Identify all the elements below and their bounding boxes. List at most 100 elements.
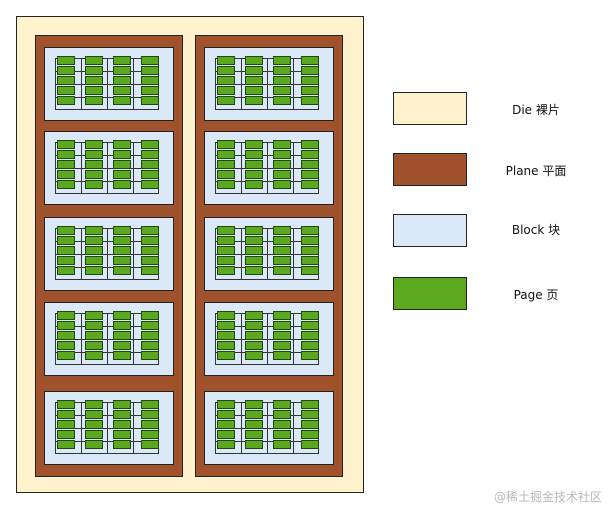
page <box>85 400 103 409</box>
page <box>141 180 159 189</box>
page <box>141 256 159 265</box>
page <box>245 266 263 275</box>
grid-line <box>81 402 82 454</box>
page <box>245 76 263 85</box>
page <box>301 180 319 189</box>
page <box>85 226 103 235</box>
page <box>85 236 103 245</box>
page <box>85 321 103 330</box>
page <box>245 321 263 330</box>
page <box>245 226 263 235</box>
page <box>301 266 319 275</box>
page <box>141 140 159 149</box>
legend-swatch-plane <box>393 153 467 186</box>
page <box>141 150 159 159</box>
page <box>57 400 75 409</box>
page <box>113 170 131 179</box>
page <box>57 150 75 159</box>
page <box>113 311 131 320</box>
page <box>141 410 159 419</box>
page <box>217 226 235 235</box>
grid-line <box>293 313 294 365</box>
page <box>217 256 235 265</box>
page <box>217 420 235 429</box>
page <box>301 76 319 85</box>
legend-label-page: Page 页 <box>513 288 559 302</box>
page <box>217 410 235 419</box>
legend-label-block: Block 块 <box>511 223 561 237</box>
page <box>301 150 319 159</box>
page <box>245 96 263 105</box>
page <box>141 246 159 255</box>
block <box>204 131 334 205</box>
grid-line <box>81 228 82 280</box>
grid-line <box>241 58 242 110</box>
page <box>57 226 75 235</box>
block <box>204 391 334 465</box>
plane-2 <box>195 35 343 477</box>
block <box>204 302 334 376</box>
page <box>85 256 103 265</box>
page <box>217 180 235 189</box>
page <box>245 180 263 189</box>
page <box>273 351 291 360</box>
page <box>57 170 75 179</box>
page <box>57 420 75 429</box>
grid-line <box>107 228 108 280</box>
page <box>57 76 75 85</box>
page <box>113 321 131 330</box>
page <box>85 246 103 255</box>
grid-line <box>293 402 294 454</box>
grid-line <box>293 142 294 194</box>
page <box>113 150 131 159</box>
page <box>217 266 235 275</box>
grid-line <box>267 142 268 194</box>
page <box>113 351 131 360</box>
legend-swatch-page <box>393 277 467 310</box>
page <box>245 430 263 439</box>
grid-line <box>107 58 108 110</box>
page <box>113 420 131 429</box>
page <box>273 420 291 429</box>
page <box>217 140 235 149</box>
block <box>204 217 334 291</box>
page <box>301 440 319 449</box>
page <box>85 76 103 85</box>
die <box>16 16 364 493</box>
page <box>113 266 131 275</box>
page <box>57 86 75 95</box>
page <box>273 311 291 320</box>
page <box>245 440 263 449</box>
page <box>301 400 319 409</box>
page <box>113 56 131 65</box>
page <box>85 331 103 340</box>
page <box>301 96 319 105</box>
page <box>141 86 159 95</box>
page <box>113 331 131 340</box>
page <box>301 410 319 419</box>
grid-line <box>267 58 268 110</box>
page <box>245 400 263 409</box>
page <box>141 236 159 245</box>
page <box>273 440 291 449</box>
page <box>245 86 263 95</box>
page <box>217 430 235 439</box>
page <box>273 321 291 330</box>
grid-line <box>81 142 82 194</box>
page <box>273 410 291 419</box>
grid-line <box>267 313 268 365</box>
grid-line <box>133 228 134 280</box>
page <box>141 266 159 275</box>
page <box>301 331 319 340</box>
page <box>217 311 235 320</box>
page <box>85 180 103 189</box>
page <box>113 400 131 409</box>
page <box>217 150 235 159</box>
page <box>57 266 75 275</box>
page <box>113 140 131 149</box>
page <box>301 321 319 330</box>
page <box>141 341 159 350</box>
grid-line <box>81 58 82 110</box>
page <box>141 76 159 85</box>
page <box>217 246 235 255</box>
